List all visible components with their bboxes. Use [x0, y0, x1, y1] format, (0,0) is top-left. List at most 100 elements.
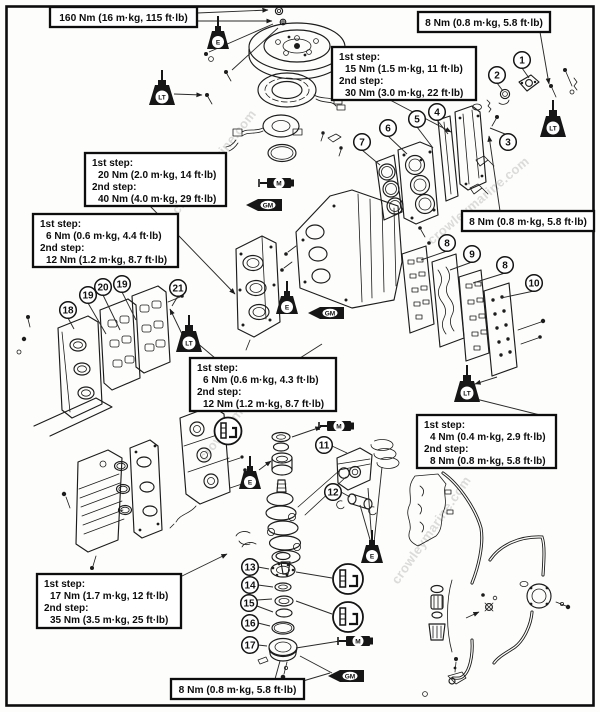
exhaust-gasket — [458, 269, 490, 362]
torque-callout-flywheel-nut: 160 Nm (16 m·kg, 115 ft·lb) — [48, 5, 199, 29]
svg-text:2: 2 — [494, 71, 500, 82]
oil-can-e-icon: E — [239, 456, 261, 489]
svg-text:M: M — [276, 180, 281, 187]
part-label-12: 12 — [323, 482, 343, 502]
part-label-16: 16 — [240, 613, 260, 633]
reed-gaskets — [16, 285, 184, 437]
svg-text:2nd step:: 2nd step: — [44, 603, 88, 614]
bracket-bolts — [204, 52, 343, 157]
svg-text:17 Nm (1.7 m·kg, 12 ft·lb): 17 Nm (1.7 m·kg, 12 ft·lb) — [50, 591, 168, 602]
part-label-7: 7 — [352, 132, 372, 152]
torque-callout-end-plate: 1st step: 4 Nm (0.4 m·kg, 2.9 ft·lb) 2nd… — [415, 413, 558, 470]
head-gasket — [375, 154, 404, 221]
svg-text:2nd step:: 2nd step: — [40, 243, 84, 254]
svg-text:20: 20 — [97, 283, 109, 294]
svg-text:12: 12 — [327, 488, 339, 499]
head-cover-gasket — [437, 115, 459, 202]
svg-text:13: 13 — [244, 563, 256, 574]
bearing-stack — [270, 551, 296, 635]
svg-text:40 Nm (4.0 m·kg, 29 ft·lb): 40 Nm (4.0 m·kg, 29 ft·lb) — [98, 194, 216, 205]
svg-text:8 Nm (0.8 m·kg, 5.8 ft·lb): 8 Nm (0.8 m·kg, 5.8 ft·lb) — [425, 18, 543, 29]
part-label-14: 14 — [240, 575, 260, 595]
cylinder-head-cover — [454, 105, 487, 191]
svg-text:8 Nm (0.8 m·kg, 5.8 ft·lb): 8 Nm (0.8 m·kg, 5.8 ft·lb) — [430, 456, 546, 467]
svg-text:8: 8 — [444, 239, 450, 250]
fuel-hoses — [441, 471, 546, 680]
svg-text:1st step:: 1st step: — [424, 420, 465, 431]
fuel-fittings — [422, 593, 498, 697]
part-label-15: 15 — [239, 593, 259, 613]
cylinder-block-sketch — [407, 473, 454, 547]
reed-valve-assembly — [57, 315, 103, 419]
svg-text:9: 9 — [469, 250, 475, 261]
oil-can-lt-icon: LT — [149, 70, 175, 105]
exhaust-outer-cover — [401, 245, 435, 334]
svg-text:10: 10 — [528, 279, 540, 290]
part-label-13: 13 — [240, 557, 260, 577]
svg-text:1st step:: 1st step: — [44, 579, 85, 590]
piston-pin — [336, 493, 377, 516]
part-label-4: 4 — [427, 102, 447, 122]
crankcase-half — [235, 235, 281, 351]
fuel-pump — [519, 581, 571, 610]
sealant-tube-gm-icon: GM — [328, 670, 364, 682]
stator-coil — [257, 72, 346, 111]
part-label-17: 17 — [240, 635, 260, 655]
torque-callout-top-right: 8 Nm (0.8 m·kg, 5.8 ft·lb) — [416, 10, 552, 34]
sealant-tube-gm-icon: GM — [308, 307, 344, 319]
svg-text:11: 11 — [319, 441, 330, 452]
o-ring — [267, 143, 297, 163]
oil-can-lt-icon: LT — [176, 315, 202, 352]
cylinder-block — [280, 189, 403, 309]
svg-text:6: 6 — [385, 124, 391, 135]
svg-text:E: E — [370, 553, 375, 560]
circled-grease-icon — [332, 601, 364, 633]
flywheel — [248, 22, 346, 80]
part-label-20: 20 — [93, 277, 113, 297]
part-label-21: 21 — [168, 278, 188, 298]
torque-callout-exhaust-cover: 1st step: 6 Nm (0.6 m·kg, 4.4 ft·lb) 2nd… — [31, 212, 180, 269]
piston — [336, 447, 373, 491]
exhaust-end-plate — [418, 226, 546, 377]
ignition-coil-base — [225, 114, 303, 152]
part-label-1: 1 — [512, 50, 532, 70]
grease-tube-m-icon: M — [318, 420, 354, 432]
torque-callout-crankcase-small: 1st step: 6 Nm (0.6 m·kg, 4.3 ft·lb) 2nd… — [188, 356, 338, 413]
grease-tube-m-icon: M — [337, 635, 373, 647]
svg-text:LT: LT — [549, 125, 556, 132]
svg-text:2nd step:: 2nd step: — [424, 444, 468, 455]
svg-text:8 Nm (0.8 m·kg, 5.8 ft·lb): 8 Nm (0.8 m·kg, 5.8 ft·lb) — [469, 217, 587, 228]
svg-text:4 Nm (0.4 m·kg, 2.9 ft·lb): 4 Nm (0.4 m·kg, 2.9 ft·lb) — [430, 432, 546, 443]
svg-text:35 Nm (3.5 m·kg, 25 ft·lb): 35 Nm (3.5 m·kg, 25 ft·lb) — [50, 615, 168, 626]
crankshaft — [235, 431, 350, 575]
svg-text:E: E — [216, 39, 221, 46]
part-label-8b: 8 — [495, 255, 515, 275]
svg-text:30 Nm (3.0 m·kg, 22 ft·lb): 30 Nm (3.0 m·kg, 22 ft·lb) — [345, 88, 463, 99]
svg-text:M: M — [336, 423, 341, 430]
part-label-19: 19 — [78, 285, 98, 305]
torque-callout-head-cover: 8 Nm (0.8 m·kg, 5.8 ft·lb) — [460, 209, 596, 233]
svg-text:8: 8 — [502, 261, 508, 272]
svg-text:2nd step:: 2nd step: — [197, 387, 241, 398]
svg-text:LT: LT — [463, 390, 470, 397]
svg-text:E: E — [285, 304, 290, 311]
svg-text:1st step:: 1st step: — [197, 363, 238, 374]
circled-grease-icon — [332, 563, 364, 595]
flywheel-nut — [274, 6, 287, 26]
svg-text:16: 16 — [244, 619, 256, 630]
svg-text:21: 21 — [172, 284, 184, 295]
sealant-tube-gm-icon: GM — [246, 199, 282, 211]
fuel-filter — [428, 579, 480, 653]
svg-text:2nd step:: 2nd step: — [92, 182, 136, 193]
svg-text:GM: GM — [345, 673, 355, 680]
svg-text:E: E — [248, 479, 253, 486]
svg-text:1st step:: 1st step: — [92, 158, 133, 169]
grease-tube-m-icon: M — [258, 177, 294, 189]
intake-manifold — [113, 439, 163, 539]
svg-text:19: 19 — [116, 280, 128, 291]
svg-text:6 Nm (0.6 m·kg, 4.3 ft·lb): 6 Nm (0.6 m·kg, 4.3 ft·lb) — [203, 375, 319, 386]
svg-text:7: 7 — [359, 138, 365, 149]
oil-can-e-icon: E — [361, 530, 383, 563]
svg-text:4: 4 — [434, 108, 440, 119]
part-label-3: 3 — [498, 132, 518, 152]
